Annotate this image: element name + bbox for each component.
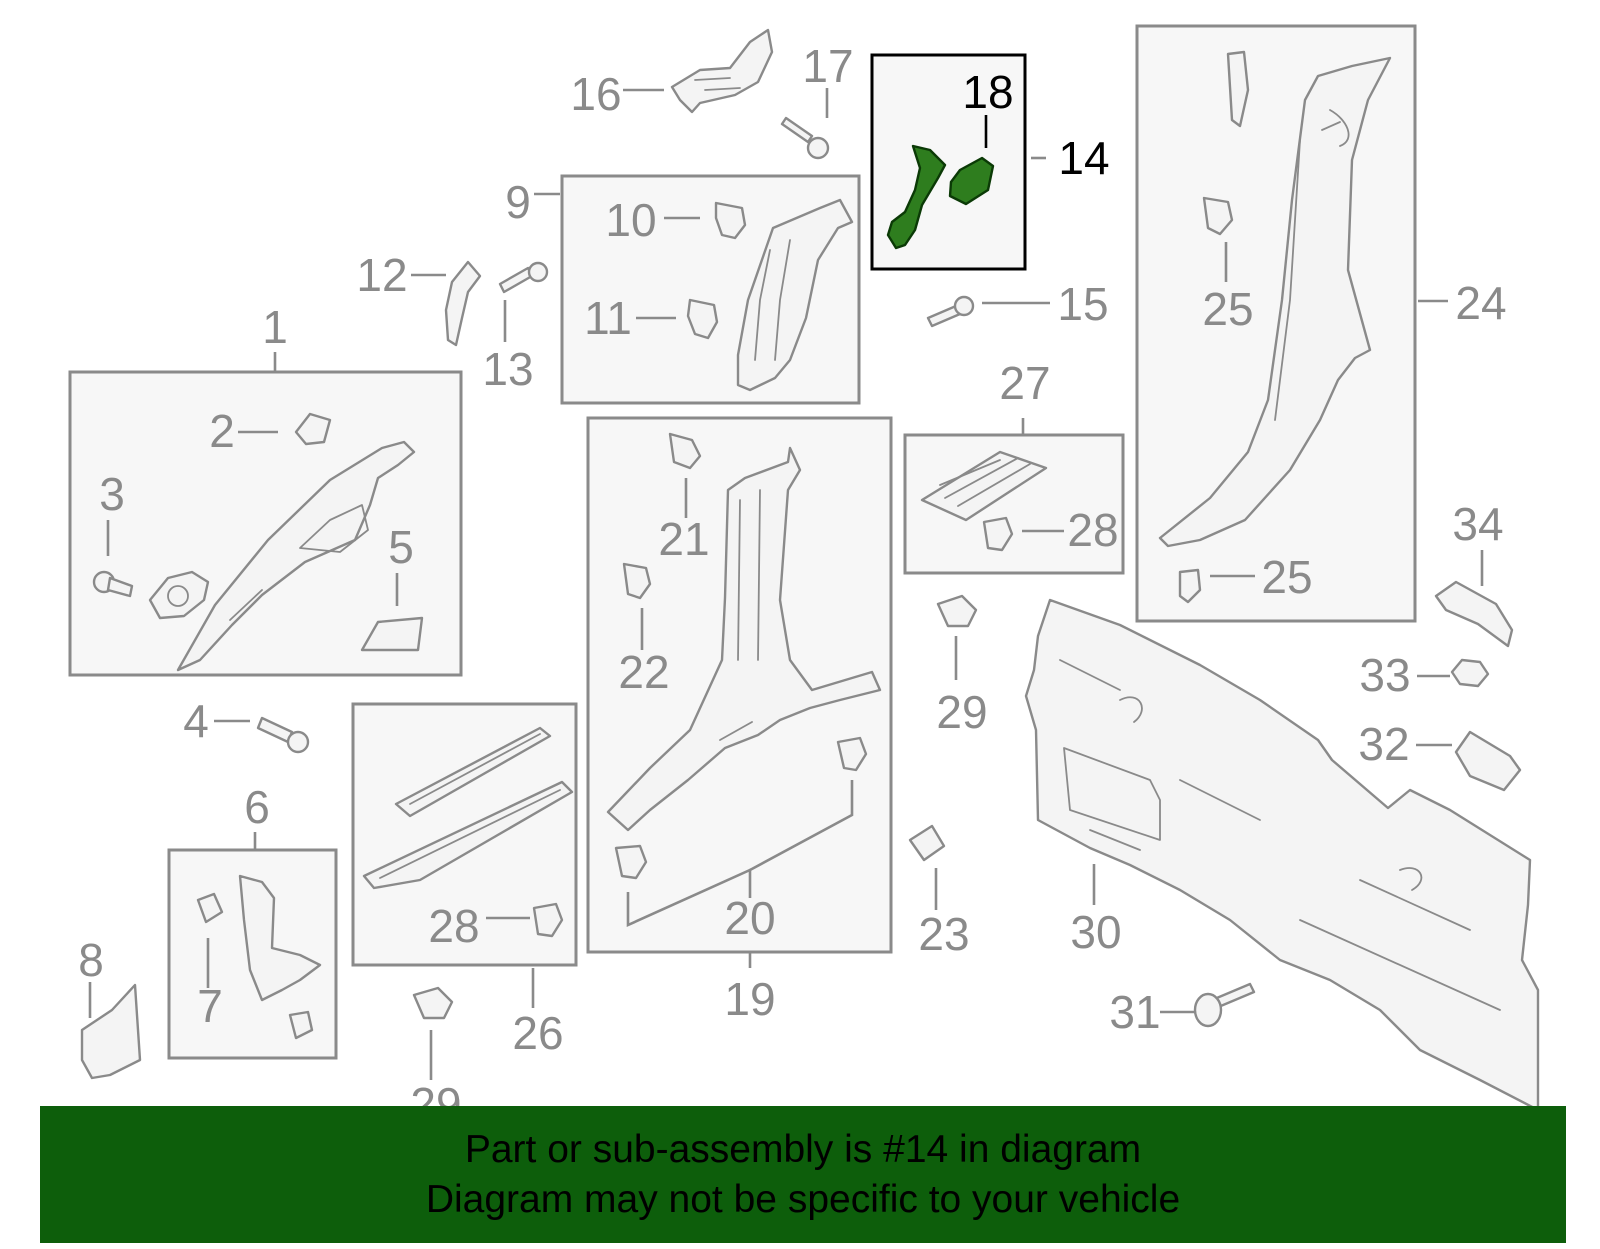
callout-21[interactable]: 21 [658,513,709,565]
callout-29-right[interactable]: 29 [936,686,987,738]
callout-18[interactable]: 18 [962,66,1013,118]
callout-12[interactable]: 12 [356,249,407,301]
part-2-clip [294,412,332,446]
part-6-clip [288,1010,314,1040]
part-10-clip [714,201,747,240]
callout-20[interactable]: 20 [724,892,775,944]
callout-28-left[interactable]: 28 [428,900,479,952]
part-29-clip-right [936,594,978,628]
callout-25-top[interactable]: 25 [1202,283,1253,335]
part-16-bracket [670,28,774,114]
part-17-bolt [780,116,830,160]
callout-25-bottom[interactable]: 25 [1261,551,1312,603]
part-25-clip-top [1202,196,1234,236]
part-8-bracket [80,983,142,1080]
callout-28-right[interactable]: 28 [1067,504,1118,556]
part-24-pillar-trim [1158,56,1392,548]
part-21-clip [668,432,702,470]
part-7-clip [196,892,224,924]
part-4-bolt [256,716,310,754]
callout-19[interactable]: 19 [724,973,775,1025]
callout-11[interactable]: 11 [584,292,632,344]
callout-8[interactable]: 8 [78,934,104,986]
part-5-cap [360,616,424,652]
callout-22[interactable]: 22 [618,646,669,698]
banner-line-1: Part or sub-assembly is #14 in diagram [464,1127,1142,1171]
leader-lines [88,88,1484,1080]
callout-33[interactable]: 33 [1359,649,1410,701]
callout-27[interactable]: 27 [999,357,1050,409]
callout-5[interactable]: 5 [388,521,414,573]
callout-15[interactable]: 15 [1057,278,1108,330]
callout-32[interactable]: 32 [1358,718,1409,770]
part-25-clip-bottom [1178,568,1202,604]
part-15-bolt [926,295,975,328]
callout-34[interactable]: 34 [1452,498,1503,550]
part-19-clip-left [614,844,648,880]
part-32-bracket [1454,730,1522,792]
part-9-pillar-trim [736,198,854,392]
part-20-detail [719,489,761,741]
part-27-detail [939,457,1031,507]
banner-line-2: Diagram may not be specific to your vehi… [425,1177,1181,1221]
part-18-handle-cap[interactable] [948,156,995,206]
callout-9[interactable]: 9 [505,176,531,228]
part-24-clip-top [1226,50,1250,128]
part-31-push-pin [1193,982,1256,1028]
callout-31[interactable]: 31 [1109,986,1160,1038]
part-9-detail [754,239,791,361]
callout-4[interactable]: 4 [183,695,209,747]
part-1-speaker-mount [148,570,210,620]
part-27-panel [920,450,1048,522]
callout-16[interactable]: 16 [570,68,621,120]
callout-17[interactable]: 17 [802,40,853,92]
callout-13[interactable]: 13 [482,343,533,395]
part-22-clip [622,562,652,600]
part-12-bracket [444,260,482,347]
info-banner: Part or sub-assembly is #14 in diagram D… [40,1106,1566,1243]
part-29-clip-left [412,986,454,1020]
callout-24[interactable]: 24 [1455,277,1506,329]
part-26-detail [379,733,561,879]
callout-14[interactable]: 14 [1058,132,1109,184]
callout-2[interactable]: 2 [209,405,235,457]
part-6-trim-panel [238,874,322,1002]
callout-1[interactable]: 1 [262,301,288,353]
callout-10[interactable]: 10 [605,194,656,246]
part-33-nut [1450,658,1490,688]
callout-3[interactable]: 3 [99,468,125,520]
part-20-pillar-trim [606,446,882,832]
part-34-trim [1434,580,1514,648]
part-16-detail [694,77,741,91]
part-30-detail [1059,659,1501,1011]
callout-26[interactable]: 26 [512,1007,563,1059]
part-3-screw [92,570,134,598]
part-14-assist-handle[interactable] [886,144,947,250]
part-24-detail [1274,109,1350,421]
part-11-clip [686,298,719,340]
callout-7[interactable]: 7 [197,980,223,1032]
callout-6[interactable]: 6 [244,781,270,833]
part-1-detail [229,504,369,621]
part-19-clip-right [836,736,868,772]
part-28-clip-left [532,902,564,938]
part-13-bolt [498,261,549,294]
callout-23[interactable]: 23 [918,908,969,960]
part-23-clip [908,824,946,862]
part-28-clip-right [982,516,1014,552]
callout-30[interactable]: 30 [1070,906,1121,958]
